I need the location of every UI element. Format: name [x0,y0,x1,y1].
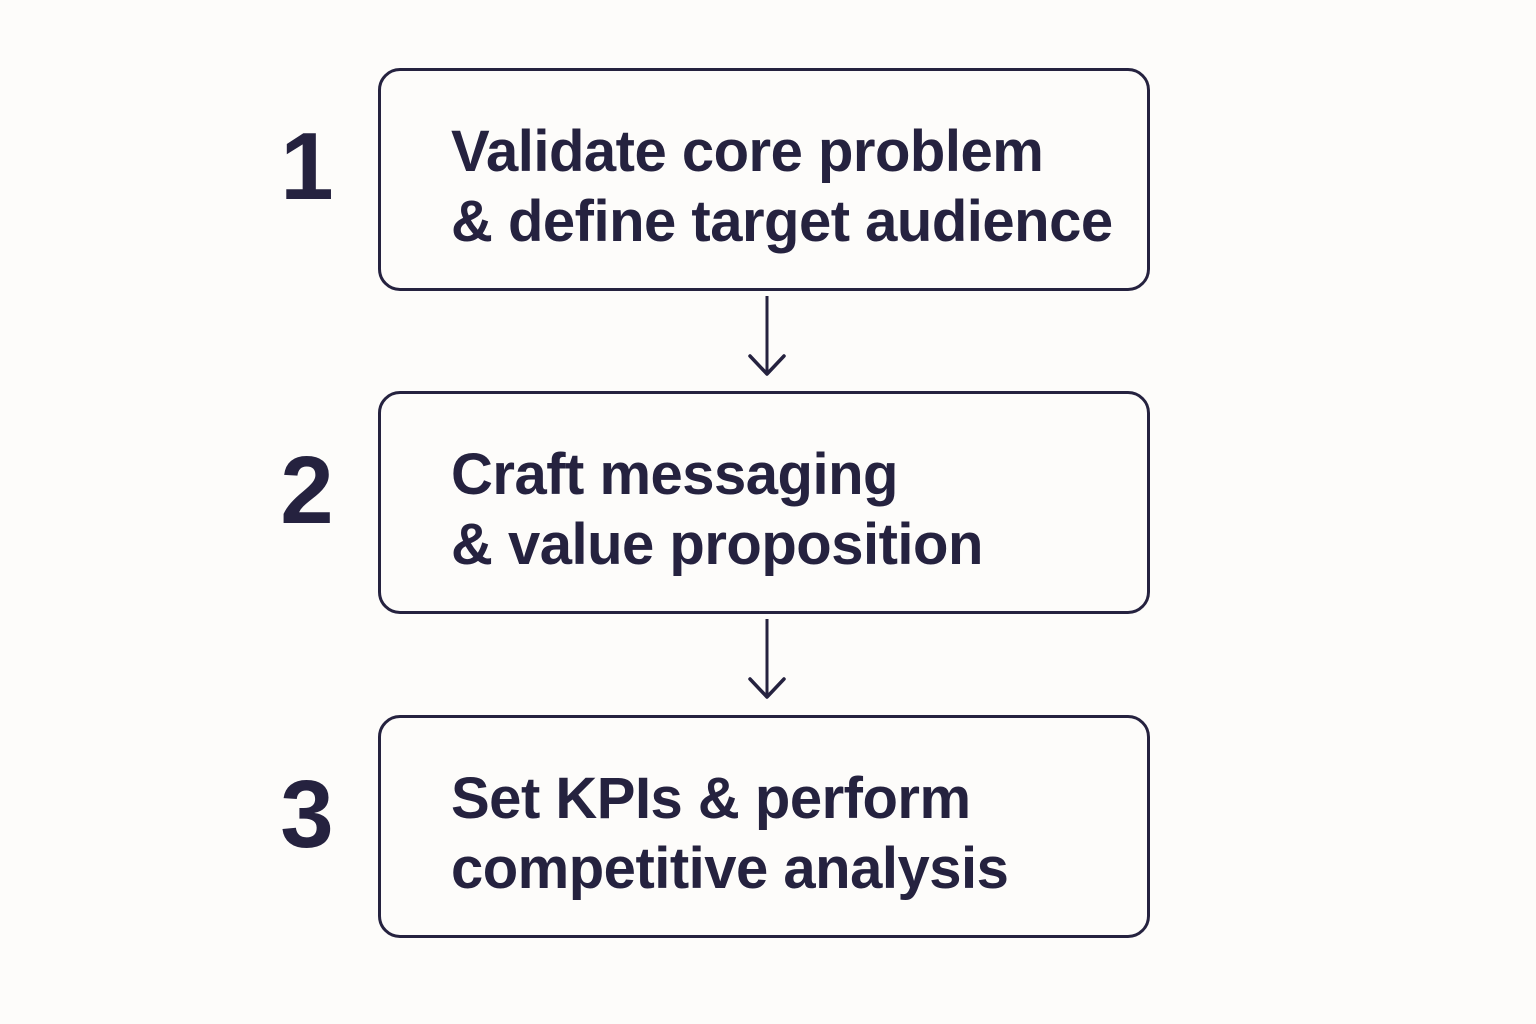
arrow-down-icon [748,619,786,699]
step-number-3: 3 [280,761,334,868]
step-box-1: Validate core problem & define target au… [378,68,1150,291]
step-number-1: 1 [280,113,334,220]
step-3-line-1: Set KPIs & perform [451,766,971,831]
step-box-3: Set KPIs & perform competitive analysis [378,715,1150,938]
step-3-line-2: competitive analysis [451,836,1009,901]
step-2-line-2: & value proposition [451,512,983,577]
step-text-3: Set KPIs & perform competitive analysis [451,764,1009,904]
step-number-2: 2 [280,437,334,544]
arrow-down-icon [748,296,786,376]
step-text-1: Validate core problem & define target au… [451,117,1113,257]
step-text-2: Craft messaging & value proposition [451,440,983,580]
step-1-line-1: Validate core problem [451,119,1044,184]
step-2-line-1: Craft messaging [451,442,898,507]
step-box-2: Craft messaging & value proposition [378,391,1150,614]
step-1-line-2: & define target audience [451,189,1113,254]
